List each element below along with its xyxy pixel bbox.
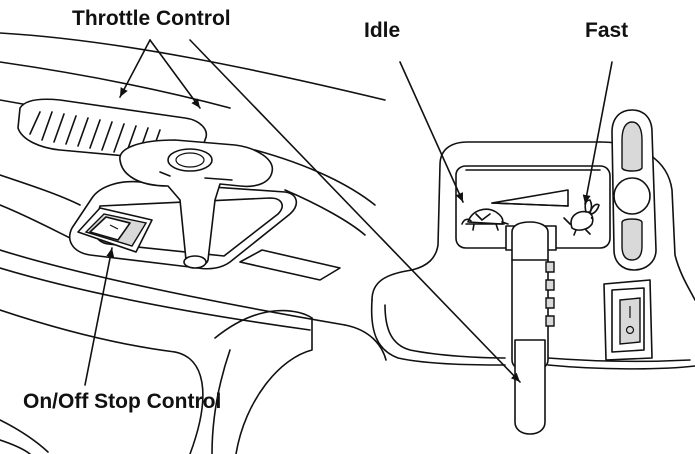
fast-label: Fast (585, 20, 628, 41)
on-off-arrow (85, 248, 112, 385)
throttle-arrow-right (150, 40, 200, 108)
on-off-stop-control-label: On/Off Stop Control (23, 391, 221, 412)
right-throttle-lever (506, 222, 556, 434)
right-on-off-switch (604, 280, 652, 360)
throttle-control-label: Throttle Control (72, 8, 231, 29)
idle-arrow (400, 62, 463, 202)
idle-label: Idle (364, 20, 400, 41)
side-rocker-control (612, 110, 656, 270)
right-throttle-illustration (372, 110, 695, 434)
